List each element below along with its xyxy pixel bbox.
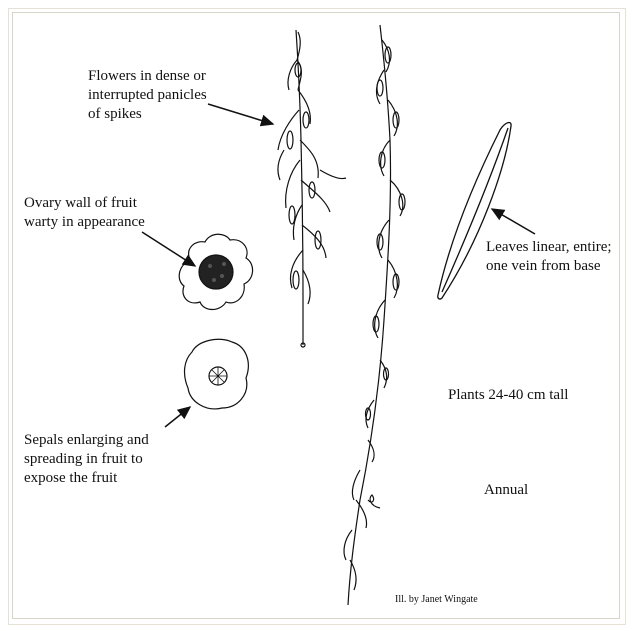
flowers-arrow — [208, 104, 273, 124]
illustrator-credit: Ill. by Janet Wingate — [395, 594, 478, 606]
height-annotation: Plants 24-40 cm tall — [448, 386, 568, 405]
leaves-line-2: one vein from base — [486, 257, 612, 276]
sepals-fruit-drawing — [185, 339, 249, 409]
fruit-ovary-drawing — [179, 234, 252, 309]
ovary-line-2: warty in appearance — [24, 213, 145, 232]
ovary-annotation: Ovary wall of fruit warty in appearance — [24, 194, 145, 232]
sepals-line-2: spreading in fruit to — [24, 450, 149, 469]
sepals-line-1: Sepals enlarging and — [24, 431, 149, 450]
right-plant-drawing — [344, 25, 405, 605]
ovary-line-1: Ovary wall of fruit — [24, 194, 145, 213]
sepals-line-3: expose the fruit — [24, 469, 149, 488]
flowers-annotation: Flowers in dense or interrupted panicles… — [88, 67, 207, 124]
sepals-annotation: Sepals enlarging and spreading in fruit … — [24, 431, 149, 488]
left-plant-drawing — [278, 30, 346, 347]
sepals-arrow — [165, 407, 190, 427]
leaves-line-1: Leaves linear, entire; — [486, 238, 612, 257]
leaves-annotation: Leaves linear, entire; one vein from bas… — [486, 238, 612, 276]
leaves-arrow — [492, 209, 535, 234]
flowers-line-1: Flowers in dense or — [88, 67, 207, 86]
ovary-arrow — [142, 232, 195, 266]
flowers-line-3: of spikes — [88, 105, 207, 124]
flowers-line-2: interrupted panicles — [88, 86, 207, 105]
annual-annotation: Annual — [484, 481, 528, 500]
